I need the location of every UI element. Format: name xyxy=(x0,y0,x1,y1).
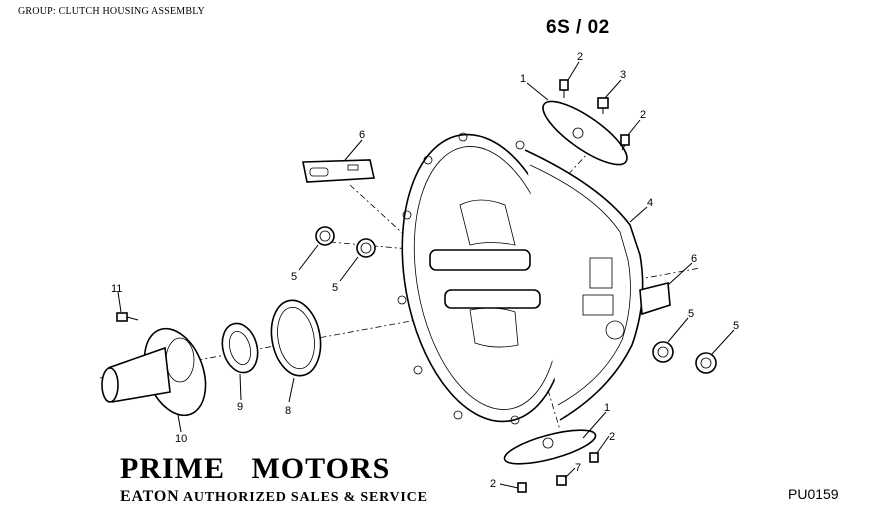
callout-2-bottom-b: 2 xyxy=(490,478,496,490)
bearing-b xyxy=(356,238,376,258)
bearing-cover xyxy=(101,327,207,417)
callout-1-top: 1 xyxy=(520,73,526,85)
callout-6-left: 6 xyxy=(359,129,365,141)
callout-9: 9 xyxy=(237,401,243,413)
dealer-line: EATON AUTHORIZED SALES & SERVICE xyxy=(120,488,428,506)
callout-5-d: 5 xyxy=(733,320,739,332)
drawing-code: PU0159 xyxy=(788,486,839,502)
axis-left-upper xyxy=(349,184,411,241)
callout-11: 11 xyxy=(111,283,122,295)
callout-7: 7 xyxy=(575,462,581,474)
bearing-c xyxy=(652,341,674,363)
callout-5-c: 5 xyxy=(688,308,694,320)
bolt-bottom-a xyxy=(589,452,599,463)
gasket xyxy=(270,299,322,377)
dealer-suffix: AUTHORIZED SALES & SERVICE xyxy=(182,490,428,505)
plug-bottom xyxy=(556,475,567,486)
callout-2-top-b: 2 xyxy=(640,109,646,121)
bolt-top-a xyxy=(559,79,569,98)
callout-8: 8 xyxy=(285,405,291,417)
callout-5-b: 5 xyxy=(332,282,338,294)
cover-plate-top xyxy=(542,100,628,166)
cover-plate-bottom xyxy=(503,429,597,465)
dealer-prefix: EATON xyxy=(120,488,180,505)
callout-2-bottom-a: 2 xyxy=(609,431,615,443)
callout-3-top: 3 xyxy=(620,69,626,81)
group-label: GROUP: CLUTCH HOUSING ASSEMBLY xyxy=(18,6,205,17)
cover-plug-right xyxy=(639,281,671,316)
leader-lines xyxy=(117,61,735,489)
callout-4: 4 xyxy=(647,197,653,209)
brand-title: PRIME MOTORS xyxy=(120,452,391,485)
callout-10: 10 xyxy=(175,433,187,445)
breather-top xyxy=(597,97,609,114)
callout-5-a: 5 xyxy=(291,271,297,283)
callout-6-right: 6 xyxy=(691,253,697,265)
bearing-a xyxy=(315,226,335,246)
callout-1-bottom: 1 xyxy=(604,402,610,414)
bolt-bottom-b xyxy=(517,482,527,493)
bearing-d xyxy=(695,352,717,374)
clutch-housing xyxy=(397,132,644,425)
callout-2-top-a: 2 xyxy=(577,51,583,63)
group-label-text: GROUP: CLUTCH HOUSING ASSEMBLY xyxy=(18,6,205,17)
cover-plug-left xyxy=(302,159,375,183)
bolt-top-b xyxy=(620,134,630,151)
bolt-11 xyxy=(116,312,139,322)
seal xyxy=(221,322,259,374)
model-title: 6S / 02 xyxy=(546,17,610,38)
